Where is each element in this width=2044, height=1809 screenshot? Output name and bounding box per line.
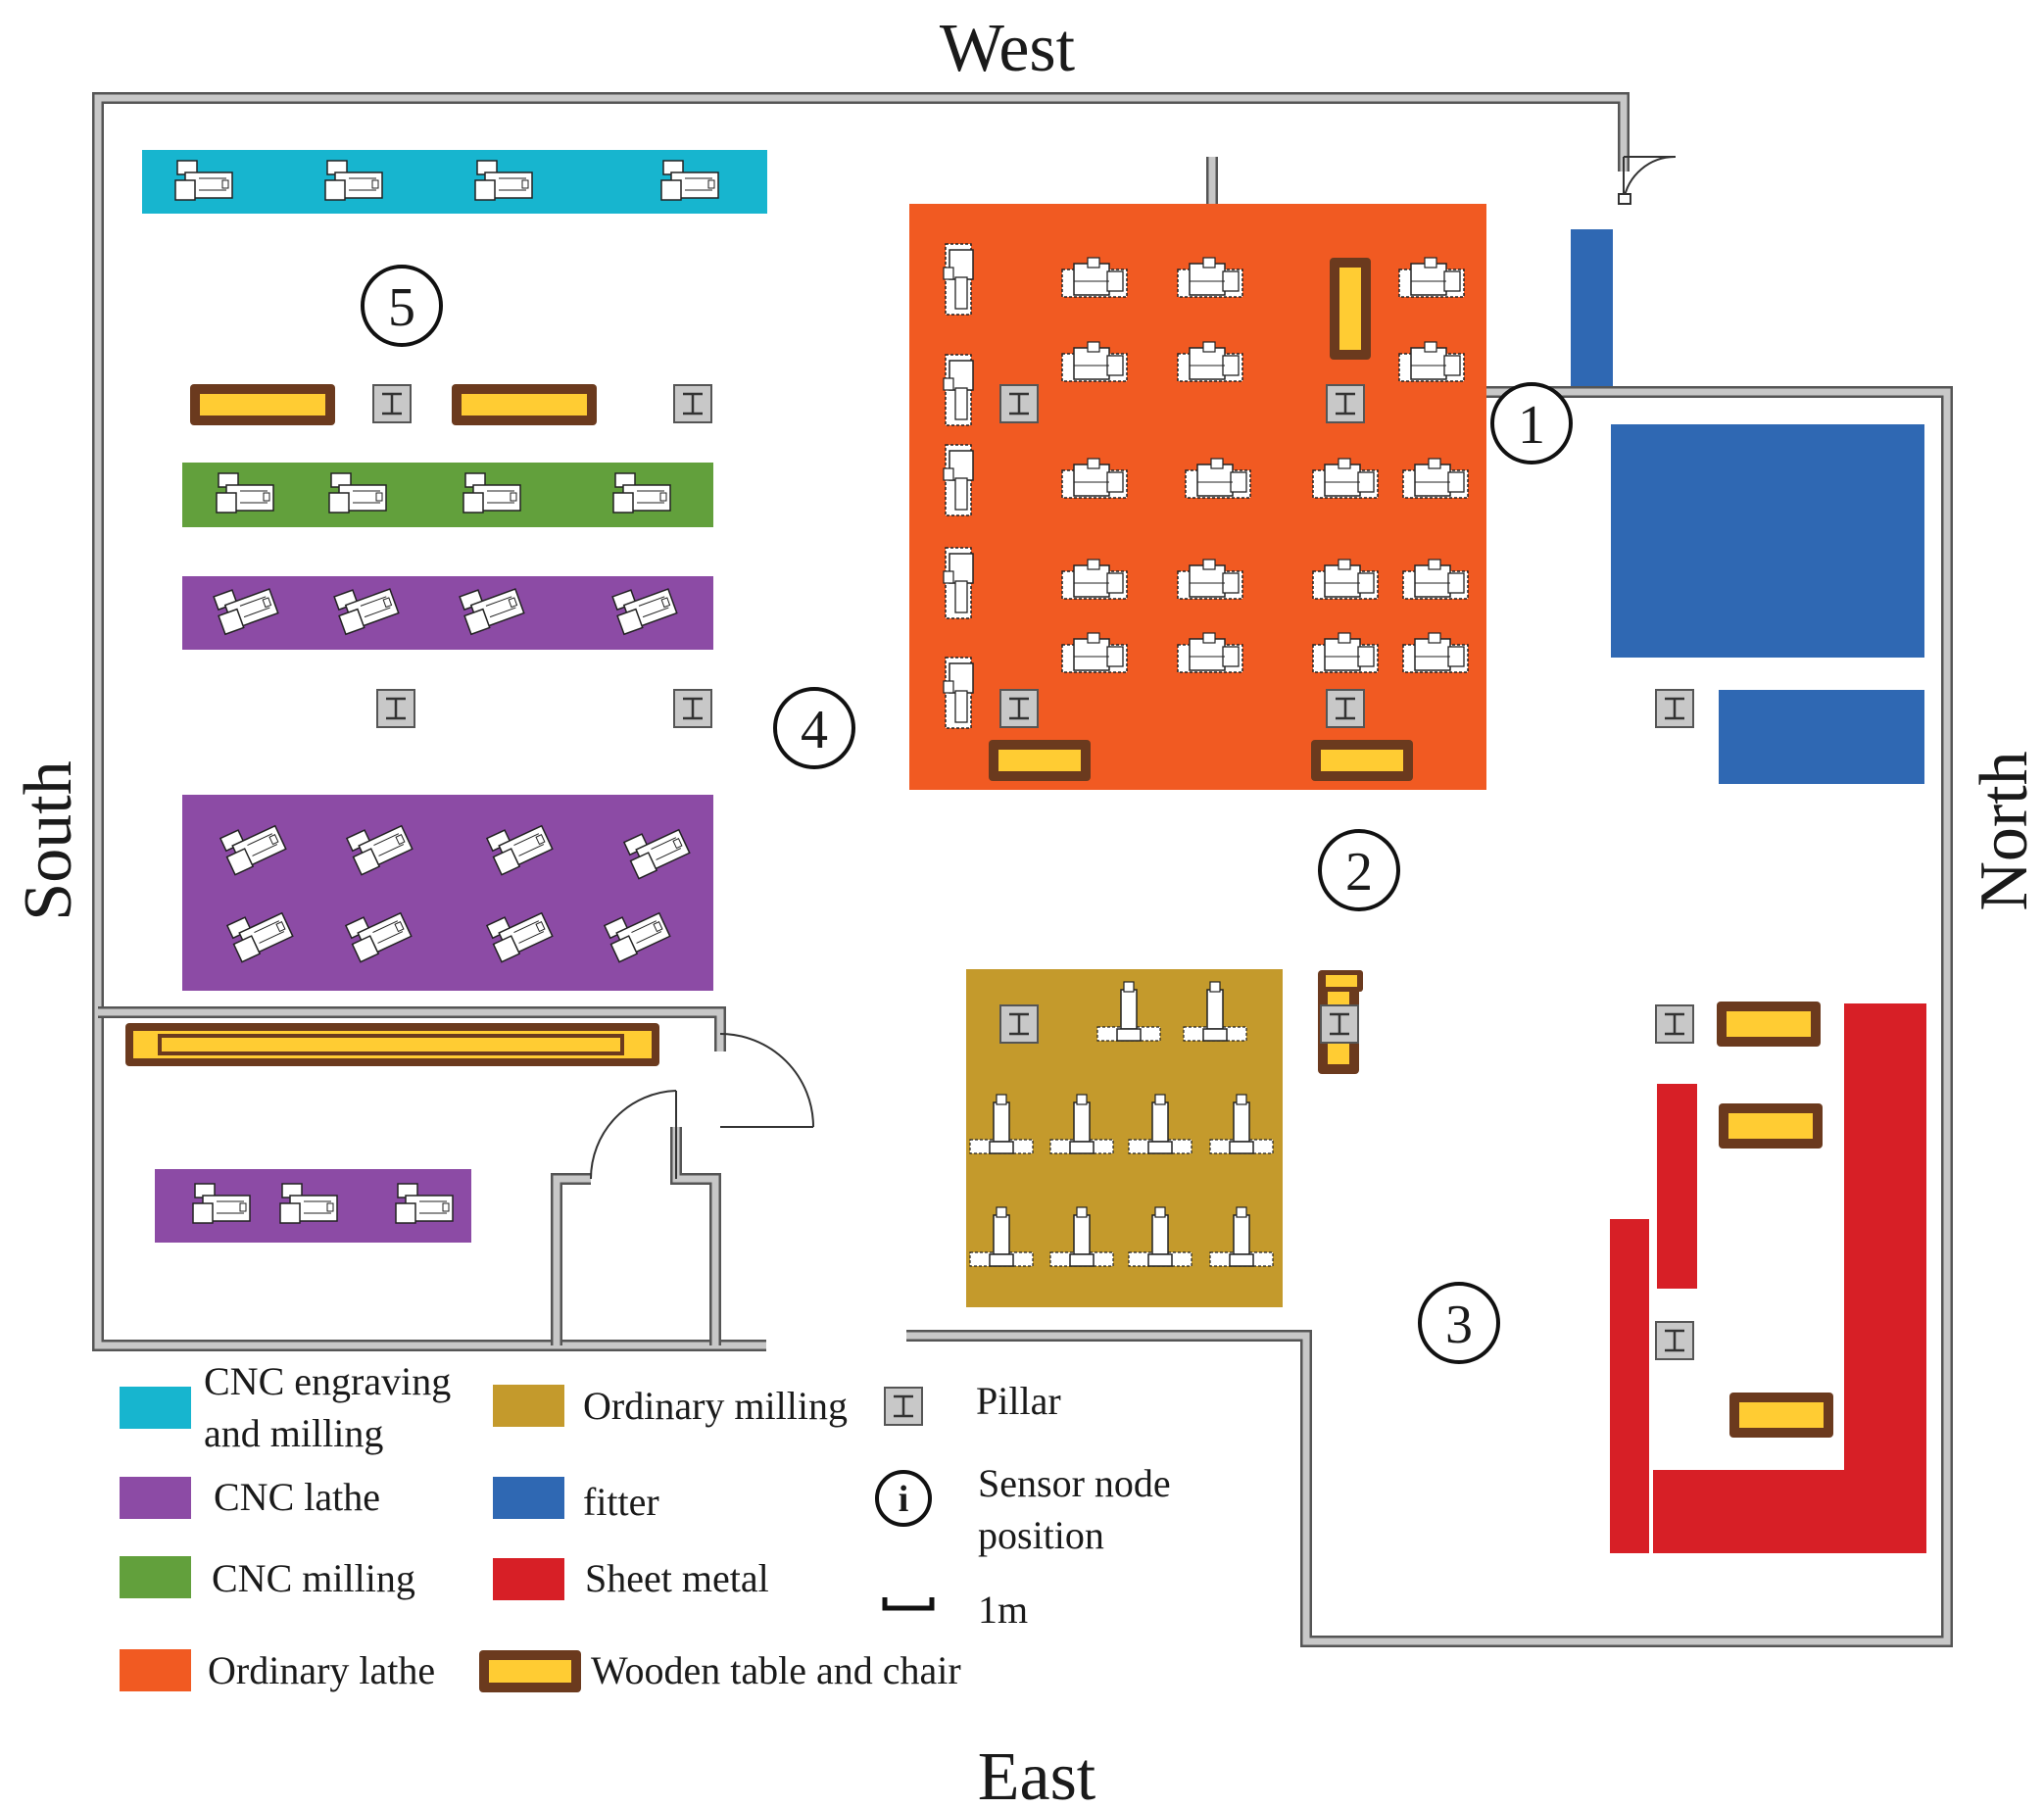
- label-east: East: [978, 1739, 1096, 1809]
- wooden-tables: [125, 258, 1833, 1438]
- svg-text:1: 1: [1518, 395, 1545, 456]
- sensor-node-2: 2: [1318, 829, 1400, 911]
- legend-sensor-icon: [875, 1470, 932, 1527]
- sensor-node-5: 5: [361, 265, 443, 347]
- legend-label-pillar: Pillar: [976, 1379, 1061, 1423]
- legend-swatch-cnc-milling: [120, 1556, 191, 1598]
- door-northwest: [1618, 155, 1677, 205]
- svg-text:i: i: [899, 1479, 909, 1520]
- legend-swatch-ordinary-milling: [493, 1385, 564, 1427]
- legend-swatch-cnc-lathe: [120, 1477, 191, 1519]
- svg-text:5: 5: [388, 277, 415, 338]
- legend-swatch-sheet-metal: [493, 1558, 564, 1600]
- legend-label-sensor-1: Sensor node: [978, 1461, 1171, 1505]
- legend-pillar-icon: [883, 1386, 924, 1427]
- legend-label-cnc-lathe: CNC lathe: [214, 1475, 380, 1519]
- zone-cnc-lathe-2: [182, 795, 713, 991]
- partition-room: [98, 1006, 814, 1345]
- legend-label-cnc-engraving-2: and milling: [204, 1411, 383, 1455]
- legend-label-cnc-milling: CNC milling: [212, 1556, 415, 1600]
- legend-scale-bar: [882, 1597, 935, 1611]
- label-south: South: [11, 760, 86, 920]
- legend: CNC engraving and milling CNC lathe CNC …: [120, 1359, 1171, 1692]
- label-north: North: [1967, 751, 2042, 910]
- svg-text:2: 2: [1345, 842, 1373, 903]
- legend-swatch-cnc-engraving: [120, 1387, 191, 1429]
- legend-label-ordinary-lathe: Ordinary lathe: [208, 1648, 435, 1692]
- svg-text:3: 3: [1445, 1295, 1473, 1355]
- sensor-node-4: 4: [773, 687, 855, 769]
- legend-label-sheet-metal: Sheet metal: [585, 1556, 769, 1600]
- zone-fitter: [1571, 229, 1924, 784]
- legend-swatch-fitter: [493, 1477, 564, 1519]
- legend-label-scale: 1m: [978, 1588, 1028, 1632]
- label-west: West: [940, 11, 1076, 86]
- legend-label-sensor-2: position: [978, 1513, 1104, 1557]
- legend-label-wooden-table: Wooden table and chair: [591, 1648, 961, 1692]
- sensor-node-3: 3: [1418, 1282, 1500, 1364]
- legend-label-fitter: fitter: [583, 1480, 659, 1524]
- legend-label-ordinary-milling: Ordinary milling: [583, 1384, 848, 1428]
- svg-text:4: 4: [801, 700, 828, 760]
- sensor-node-1: 1: [1490, 382, 1573, 464]
- legend-swatch-ordinary-lathe: [120, 1649, 191, 1691]
- zone-sheet-metal: [1610, 1003, 1926, 1553]
- legend-label-cnc-engraving-1: CNC engraving: [204, 1359, 451, 1403]
